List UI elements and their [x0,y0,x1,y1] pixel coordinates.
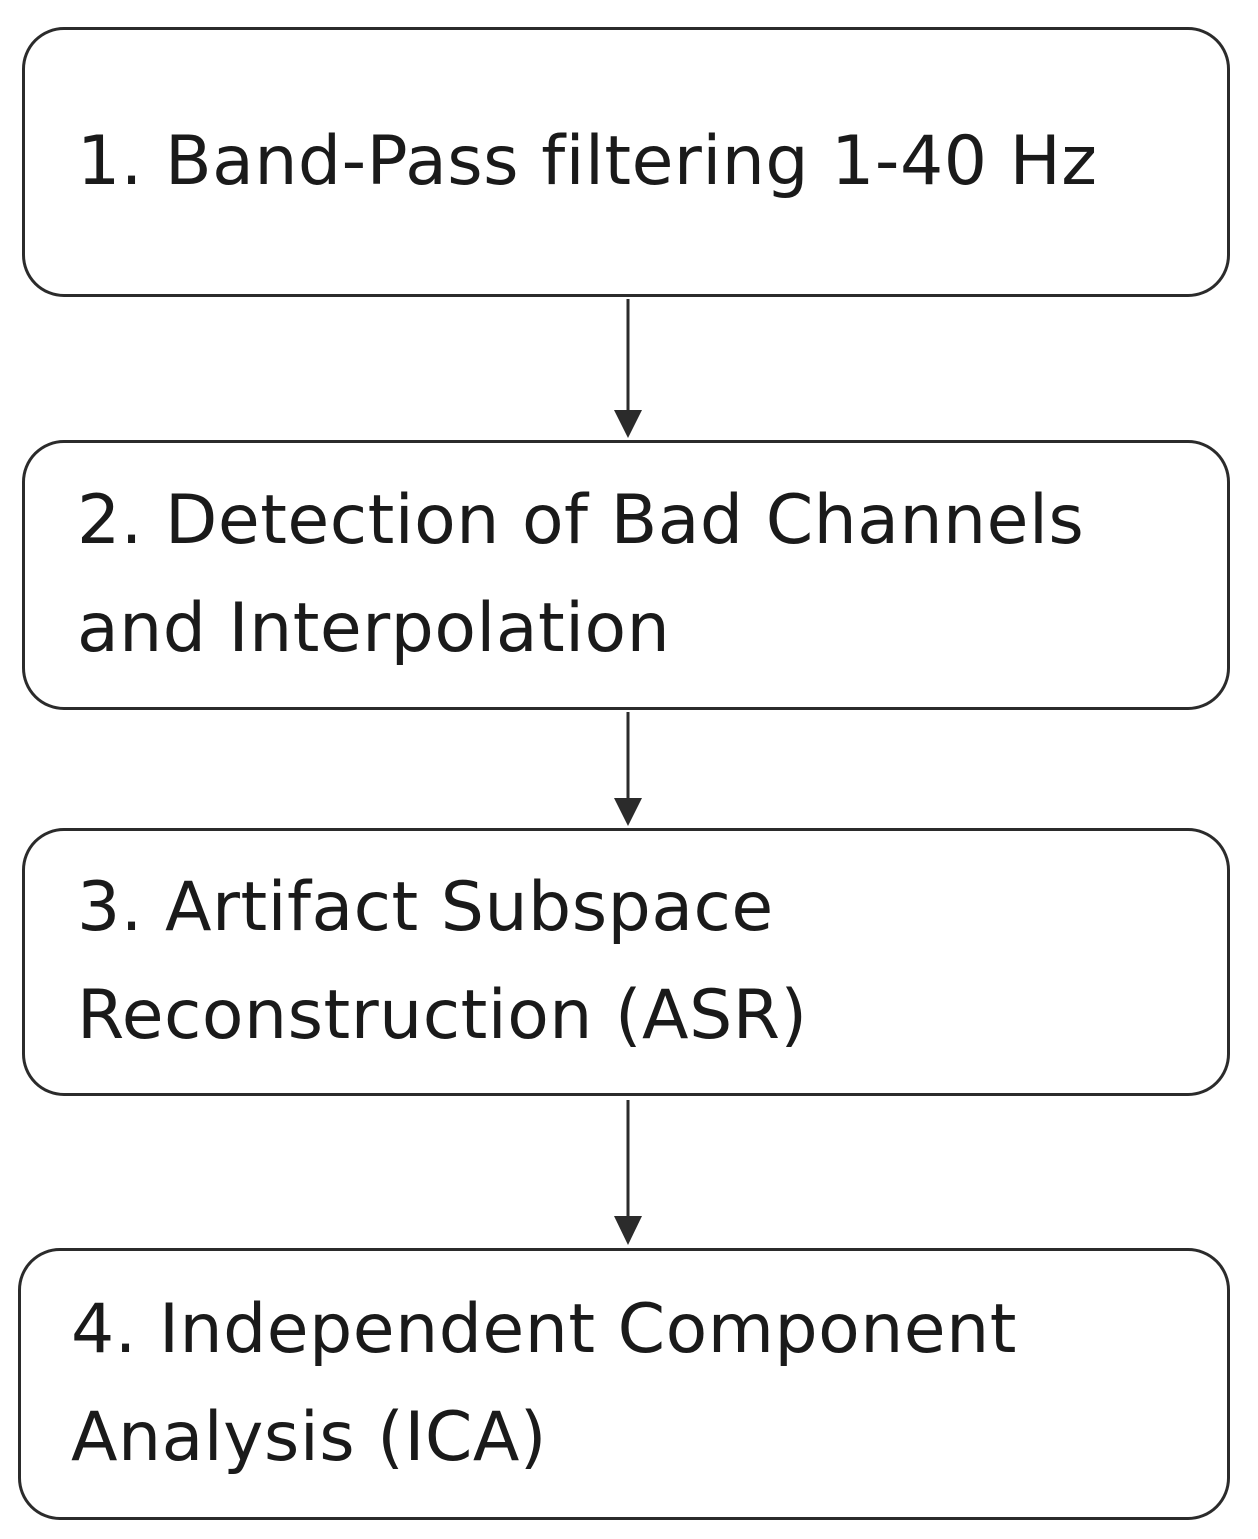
step-box-band-pass-filtering: 1. Band-Pass filtering 1-40 Hz [22,27,1230,297]
step-label: 2. Detection of Bad Channels and Interpo… [77,481,1085,668]
step-label: 3. Artifact Subspace Reconstruction (ASR… [77,868,808,1055]
step-label: 1. Band-Pass filtering 1-40 Hz [77,122,1098,201]
arrow-2-to-3 [614,712,642,826]
step-box-independent-component-analysis: 4. Independent Component Analysis (ICA) [18,1248,1230,1520]
arrow-1-to-2 [614,299,642,438]
step-label: 4. Independent Component Analysis (ICA) [71,1290,1017,1477]
arrow-3-to-4 [614,1100,642,1245]
step-box-bad-channel-detection: 2. Detection of Bad Channels and Interpo… [22,440,1230,710]
step-box-artifact-subspace-reconstruction: 3. Artifact Subspace Reconstruction (ASR… [22,828,1230,1096]
